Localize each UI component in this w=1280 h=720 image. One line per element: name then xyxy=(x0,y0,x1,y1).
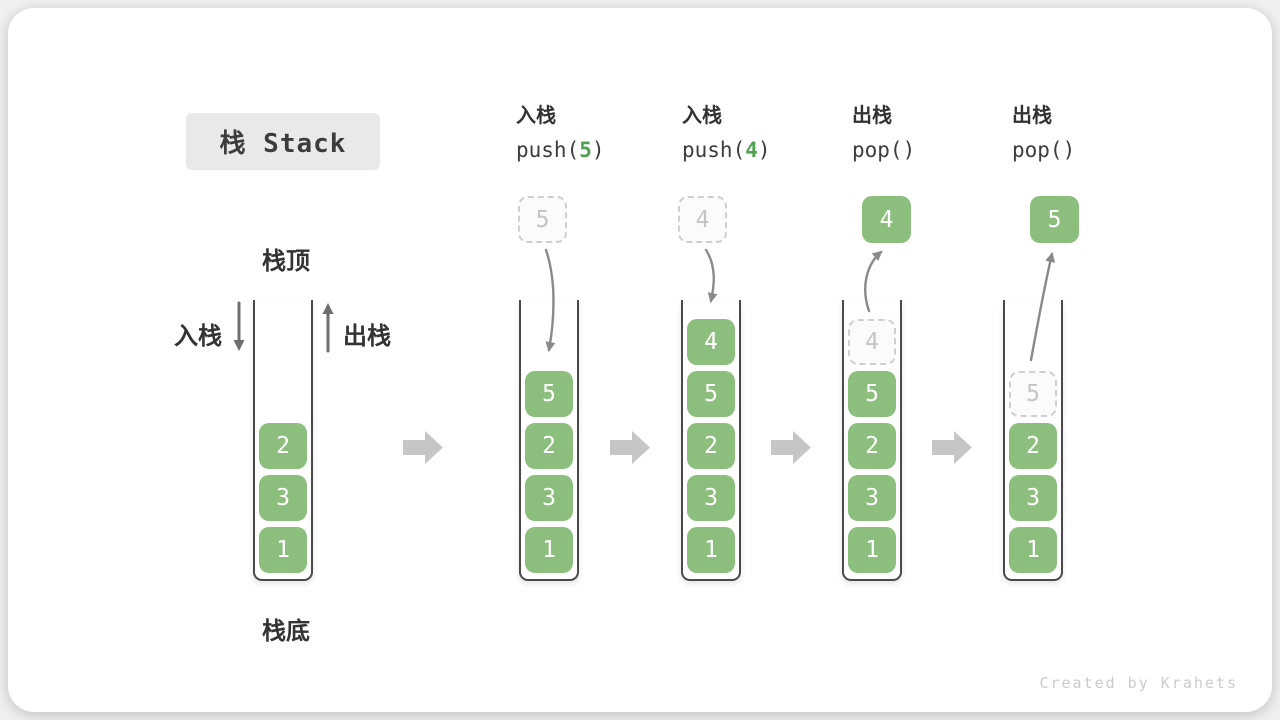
diagram-title-box: 栈 Stack xyxy=(186,113,380,170)
stack-after-push-4-item-2: 2 xyxy=(687,423,735,469)
stack-after-pop-4-item-3: 3 xyxy=(848,475,896,521)
stack-after-pop-5-popped-value: 5 xyxy=(1030,196,1079,243)
stack-initial-item-3: 3 xyxy=(259,475,307,521)
stack-top-label: 栈顶 xyxy=(262,248,310,275)
operation-action-label: 入栈 xyxy=(682,105,722,127)
stack-after-push-4-incoming-value: 4 xyxy=(678,196,727,243)
operation-action-label: 出栈 xyxy=(1012,105,1052,127)
operation-label-pop-5: 出栈 pop() xyxy=(1012,103,1075,165)
stack-bottom-label: 栈底 xyxy=(262,618,310,645)
stack-after-pop-4-item-2: 2 xyxy=(848,423,896,469)
stack-after-pop-5-item-5-ghost: 5 xyxy=(1009,371,1057,417)
watermark: Created by Krahets xyxy=(1039,674,1238,692)
stack-after-push-5-item-5: 5 xyxy=(525,371,573,417)
stack-after-push-5-item-2: 2 xyxy=(525,423,573,469)
operation-code: pop() xyxy=(852,138,916,162)
operation-label-push-4: 入栈 push(4) xyxy=(682,103,771,165)
operation-action-label: 入栈 xyxy=(516,105,556,127)
operation-code-arg: 4 xyxy=(745,138,758,162)
operation-action-label: 出栈 xyxy=(852,105,892,127)
operation-code: push(5) xyxy=(516,138,605,162)
stack-after-push-5-item-3: 3 xyxy=(525,475,573,521)
operation-code: pop() xyxy=(1012,138,1076,162)
push-direction-label: 入栈 xyxy=(174,323,222,350)
stack-after-push-5-item-1: 1 xyxy=(525,527,573,573)
stack-initial-item-1: 1 xyxy=(259,527,307,573)
stack-after-pop-4-item-4-ghost: 4 xyxy=(848,319,896,365)
stack-initial-item-2: 2 xyxy=(259,423,307,469)
operation-code-arg: 5 xyxy=(579,138,592,162)
stack-after-pop-4-popped-value: 4 xyxy=(862,196,911,243)
stack-after-pop-4-item-1: 1 xyxy=(848,527,896,573)
pop-direction-label: 出栈 xyxy=(343,323,391,350)
stack-after-push-4-item-4: 4 xyxy=(687,319,735,365)
stack-after-push-5-incoming-value: 5 xyxy=(518,196,567,243)
stack-after-push-4-item-5: 5 xyxy=(687,371,735,417)
stack-after-push-4-item-3: 3 xyxy=(687,475,735,521)
stack-after-pop-5-item-3: 3 xyxy=(1009,475,1057,521)
stack-after-pop-4-item-5: 5 xyxy=(848,371,896,417)
operation-code: push(4) xyxy=(682,138,771,162)
stack-after-pop-5-item-1: 1 xyxy=(1009,527,1057,573)
operation-label-push-5: 入栈 push(5) xyxy=(516,103,605,165)
stack-after-pop-5-item-2: 2 xyxy=(1009,423,1057,469)
stack-after-push-4-item-1: 1 xyxy=(687,527,735,573)
diagram-title: 栈 Stack xyxy=(219,129,347,159)
operation-label-pop-4: 出栈 pop() xyxy=(852,103,915,165)
